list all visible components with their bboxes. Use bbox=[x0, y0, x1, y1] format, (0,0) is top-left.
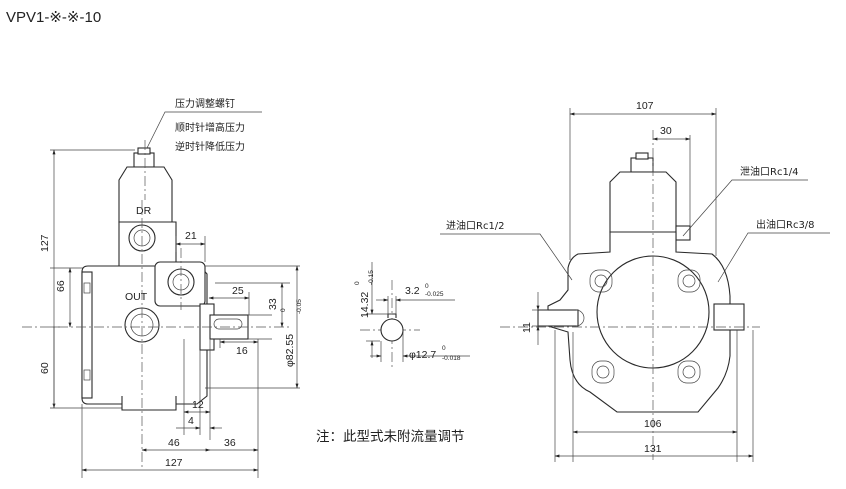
note-text: 注：此型式未附流量调节 bbox=[316, 429, 465, 445]
dim-phi12-7-tol-lower: -0.018 bbox=[442, 355, 461, 362]
drain-port-note: 泄油口Rc1/4 bbox=[740, 165, 799, 178]
ccw-note: 逆时针降低压力 bbox=[175, 140, 245, 153]
drawing-title: VPV1-※-※-10 bbox=[6, 9, 101, 26]
dim-131: 131 bbox=[644, 443, 662, 455]
adjust-screw bbox=[133, 152, 155, 168]
outlet-port-note: 出油口Rc3/8 bbox=[756, 218, 815, 231]
dim-30: 30 bbox=[660, 125, 672, 137]
dim-21: 21 bbox=[185, 230, 197, 242]
dim-33: 33 bbox=[267, 298, 279, 310]
dim-phi12-7-tol-upper: 0 bbox=[442, 345, 446, 352]
dim-25: 25 bbox=[232, 285, 244, 297]
front-view: 107 30 11 106 131 进油口Rc1/2 泄油口Rc1/4 出油口R… bbox=[440, 100, 830, 462]
out-label: OUT bbox=[125, 291, 148, 303]
dim-14-32-tol-lower: -0.15 bbox=[368, 270, 375, 285]
dim-66: 66 bbox=[55, 280, 67, 292]
dim-11: 11 bbox=[521, 322, 533, 333]
dim-127-vertical: 127 bbox=[39, 234, 51, 252]
dim-16: 16 bbox=[236, 345, 248, 357]
dim-phi82-tol-lower: -0.05 bbox=[296, 299, 303, 314]
dim-106: 106 bbox=[644, 418, 662, 430]
side-view: DR OUT 压力调整螺钉 顺时针增高压力 逆时针降低压力 bbox=[22, 97, 303, 478]
dim-3-2: 3.2 bbox=[405, 285, 420, 297]
dim-14-32-tol-upper: 0 bbox=[354, 281, 361, 285]
bolt-holes bbox=[589, 269, 701, 384]
dim-36: 36 bbox=[224, 437, 236, 449]
dim-4: 4 bbox=[188, 415, 194, 427]
dim-107: 107 bbox=[636, 100, 654, 112]
dim-14-32: 14.32 bbox=[359, 292, 371, 318]
dim-3-2-tol-upper: 0 bbox=[425, 283, 429, 290]
dim-phi82: φ82.55 bbox=[284, 334, 296, 367]
cw-note: 顺时针增高压力 bbox=[175, 121, 245, 134]
dim-60: 60 bbox=[39, 362, 51, 374]
dim-127-bottom: 127 bbox=[165, 457, 183, 469]
dim-46: 46 bbox=[168, 437, 180, 449]
shaft-key-detail: 14.32 0 -0.15 3.2 0 -0.025 φ12.7 0 -0.01… bbox=[354, 262, 470, 368]
dim-3-2-tol-lower: -0.025 bbox=[425, 291, 444, 298]
dim-phi82-tol-upper: 0 bbox=[280, 308, 287, 312]
dim-phi12-7: φ12.7 bbox=[409, 349, 436, 361]
dim-12: 12 bbox=[192, 399, 204, 411]
adjust-screw-note: 压力调整螺钉 bbox=[175, 97, 235, 110]
dr-label: DR bbox=[136, 205, 152, 217]
inlet-port-note: 进油口Rc1/2 bbox=[446, 219, 505, 232]
